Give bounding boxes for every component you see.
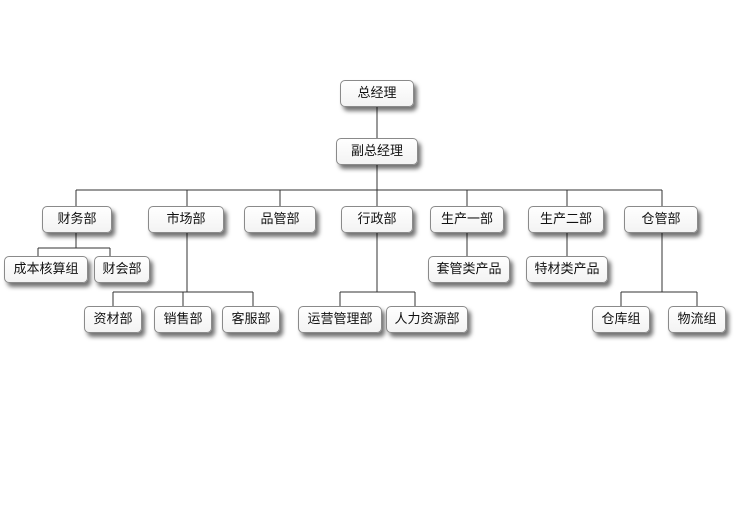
node-deputy-gm: 副总经理	[336, 138, 418, 165]
node-quality: 品管部	[244, 206, 316, 233]
node-production-2: 生产二部	[528, 206, 604, 233]
node-admin: 行政部	[341, 206, 413, 233]
node-finance: 财务部	[42, 206, 112, 233]
node-logistics-group: 物流组	[668, 306, 726, 333]
node-hr: 人力资源部	[386, 306, 468, 333]
node-accounting: 财会部	[94, 256, 150, 283]
node-materials: 资材部	[84, 306, 142, 333]
node-gm: 总经理	[340, 80, 414, 107]
node-customer-service: 客服部	[222, 306, 280, 333]
node-operations: 运营管理部	[298, 306, 382, 333]
node-production-1: 生产一部	[430, 206, 504, 233]
node-storage-group: 仓库组	[592, 306, 650, 333]
node-sales: 销售部	[154, 306, 212, 333]
node-warehouse: 仓管部	[624, 206, 698, 233]
node-marketing: 市场部	[148, 206, 224, 233]
node-special-materials: 特材类产品	[526, 256, 608, 283]
node-casing-products: 套管类产品	[428, 256, 510, 283]
node-cost-accounting: 成本核算组	[4, 256, 88, 283]
